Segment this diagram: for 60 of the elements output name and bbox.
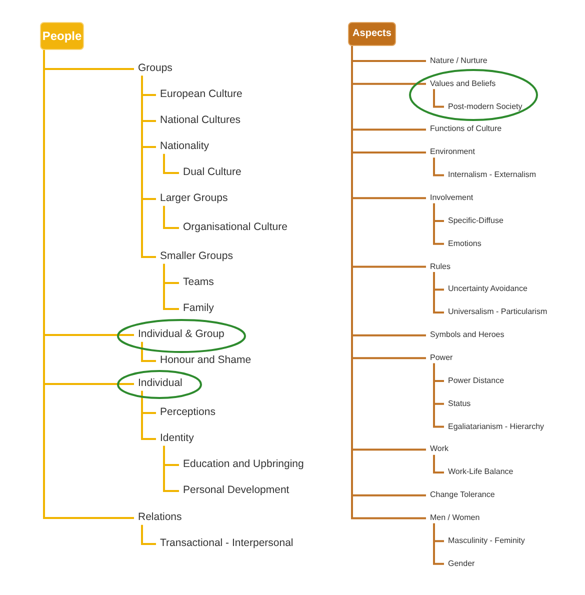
topic-label: National Cultures [160,114,241,128]
topic-label: Personal Development [183,484,290,498]
tree-connector [141,390,156,440]
tree-connector [163,206,179,229]
topic-label: Smaller Groups [160,250,233,264]
topic-label: European Culture [160,88,242,102]
topic-label: Dual Culture [183,166,242,180]
topic-label: Organisational Culture [183,221,288,235]
topic-label: Rules [430,262,450,272]
topic-label: Involvement [430,192,474,204]
topic-label: Nationality [160,140,210,154]
topic-label: Perceptions [160,406,216,420]
topic-label: Change Tolerance [430,490,495,501]
topic-label: Relations [138,511,182,525]
tree-connector [163,264,179,310]
tree-connector [433,272,444,314]
topic-label: Work [430,444,449,455]
topic-label: Symbols and Heroes [430,330,504,341]
topic-label: Groups [138,62,172,76]
topic-label: Universalism - Particularism [448,307,548,318]
topic-label: Masculinity - Feminity [448,536,525,546]
topic-label: Transactional - Interpersonal [160,537,294,551]
tree-connector [433,363,444,428]
highlight-oval [410,70,537,120]
topic-label: Larger Groups [160,192,228,206]
tree-connector [433,203,444,245]
topic-label: Values and Beliefs [430,78,496,90]
topic-label: Identity [160,432,194,446]
topic-label: Internalism - Externalism [448,170,536,180]
topic-label: Environment [430,147,475,158]
tree-connector [433,523,444,565]
topic-label: Post-modern Society [448,102,522,112]
tree-connector [141,76,156,258]
topic-label: Egaliatarianism - Hierarchy [448,422,544,432]
tree-connector [163,446,179,492]
topic-label: Power Distance [448,376,504,386]
topic-label: Honour and Shame [160,354,252,368]
topic-label: Emotions [448,238,482,250]
root-box: People [40,22,84,50]
topic-label: Gender [448,558,475,570]
topic-label: Work-Life Balance [448,467,514,478]
topic-label: Uncertainty Avoidance [448,284,528,295]
tree-connector [433,454,444,474]
tree-connector [141,342,156,362]
tree-connector [141,524,156,545]
tree-connector [433,158,444,176]
topic-label: Status [448,398,471,410]
topic-label: Power [430,352,453,364]
topic-label: Functions of Culture [430,124,502,135]
tree-connector [163,154,179,174]
topic-label: Nature / Nurture [430,56,488,66]
root-box: Aspects [348,22,396,46]
highlight-oval [118,371,201,398]
topic-label: Teams [183,276,214,290]
topic-label: Education and Upbringing [183,458,304,472]
highlight-oval [118,320,245,352]
topic-label: Family [183,302,214,316]
tree-connector [433,89,444,108]
topic-label: Specific-Diffuse [448,216,504,226]
topic-label: Men / Women [430,513,480,524]
